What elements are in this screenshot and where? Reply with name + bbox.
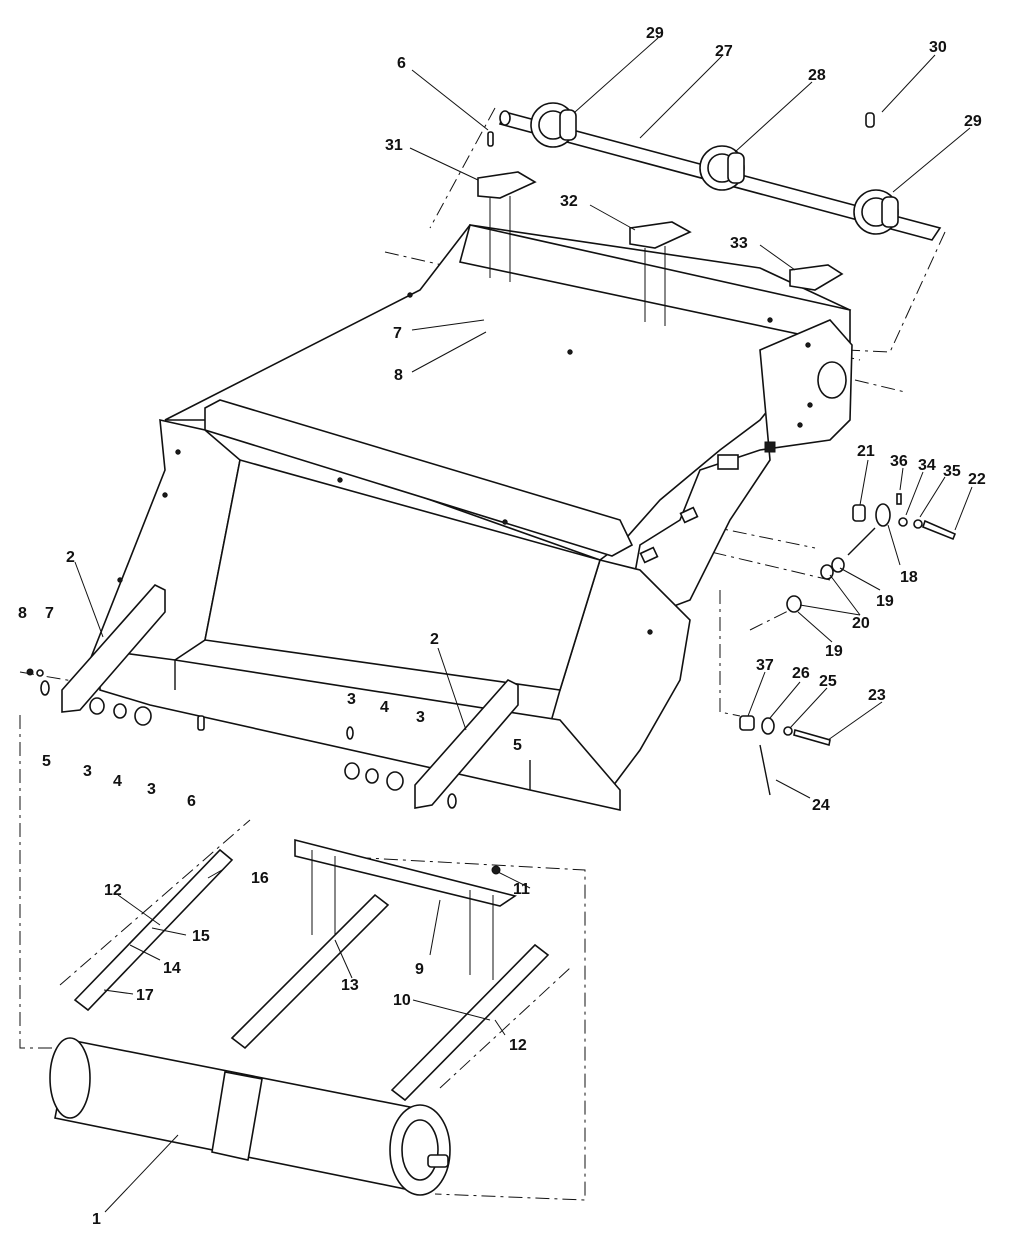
callout-3-left-a: 3 bbox=[83, 763, 92, 780]
callout-8-top: 8 bbox=[394, 367, 403, 384]
callout-22: 22 bbox=[968, 471, 986, 488]
callout-labels: 1 2 2 3 3 3 3 4 4 5 5 6 6 7 7 8 8 9 10 1… bbox=[18, 25, 986, 1228]
callout-9: 9 bbox=[415, 961, 424, 978]
callout-5-left: 5 bbox=[42, 753, 51, 770]
key-30 bbox=[865, 112, 875, 128]
callout-28: 28 bbox=[808, 67, 826, 84]
sprocket-right bbox=[853, 189, 899, 235]
callout-36: 36 bbox=[890, 453, 908, 470]
main-frame bbox=[88, 224, 853, 811]
callout-4-left: 4 bbox=[113, 773, 122, 790]
callout-15: 15 bbox=[192, 928, 210, 945]
callout-14: 14 bbox=[163, 960, 181, 977]
callout-32: 32 bbox=[560, 193, 578, 210]
guide-bar bbox=[294, 838, 517, 980]
callout-8-left: 8 bbox=[18, 605, 27, 622]
callout-26: 26 bbox=[792, 665, 810, 682]
roller-drum bbox=[49, 1037, 451, 1196]
chains bbox=[73, 848, 550, 1102]
callout-34: 34 bbox=[918, 457, 936, 474]
callout-37: 37 bbox=[756, 657, 774, 674]
callout-6-bottom: 6 bbox=[187, 793, 196, 810]
callout-12-right: 12 bbox=[509, 1037, 527, 1054]
sprocket-left bbox=[530, 102, 577, 148]
callout-19-top: 19 bbox=[876, 593, 894, 610]
callout-5-right: 5 bbox=[513, 737, 522, 754]
callout-31: 31 bbox=[385, 137, 403, 154]
sprocket-center bbox=[699, 145, 745, 191]
callout-3-right-b: 3 bbox=[416, 709, 425, 726]
callout-16: 16 bbox=[251, 870, 269, 887]
shaft-brackets bbox=[477, 131, 844, 326]
drive-shaft-assembly bbox=[498, 102, 942, 241]
callout-20: 20 bbox=[852, 615, 870, 632]
callout-1: 1 bbox=[92, 1211, 101, 1228]
callout-19-bottom: 19 bbox=[825, 643, 843, 660]
callout-7-left: 7 bbox=[45, 605, 54, 622]
callout-30: 30 bbox=[929, 39, 947, 56]
callout-17: 17 bbox=[136, 987, 154, 1004]
callout-27: 27 bbox=[715, 43, 733, 60]
callout-3-left-b: 3 bbox=[147, 781, 156, 798]
callout-6-top: 6 bbox=[397, 55, 406, 72]
leader-lines bbox=[74, 37, 973, 1213]
slide-plates bbox=[61, 584, 519, 809]
callout-21: 21 bbox=[857, 443, 875, 460]
callout-29-left: 29 bbox=[646, 25, 664, 42]
callout-25: 25 bbox=[819, 673, 837, 690]
callout-11: 11 bbox=[513, 881, 530, 898]
callout-23: 23 bbox=[868, 687, 886, 704]
callout-2-left: 2 bbox=[66, 549, 75, 566]
callout-3-right-a: 3 bbox=[347, 691, 356, 708]
callout-12-left: 12 bbox=[104, 882, 122, 899]
callout-29-right: 29 bbox=[964, 113, 982, 130]
callout-2-right: 2 bbox=[430, 631, 439, 648]
callout-13: 13 bbox=[341, 977, 359, 994]
callout-33: 33 bbox=[730, 235, 748, 252]
callout-4-right: 4 bbox=[380, 699, 389, 716]
callout-24: 24 bbox=[812, 797, 830, 814]
callout-7-top: 7 bbox=[393, 325, 402, 342]
small-hardware bbox=[26, 493, 957, 809]
callout-18: 18 bbox=[900, 569, 918, 586]
callout-35: 35 bbox=[943, 463, 961, 480]
callout-10: 10 bbox=[393, 992, 411, 1009]
